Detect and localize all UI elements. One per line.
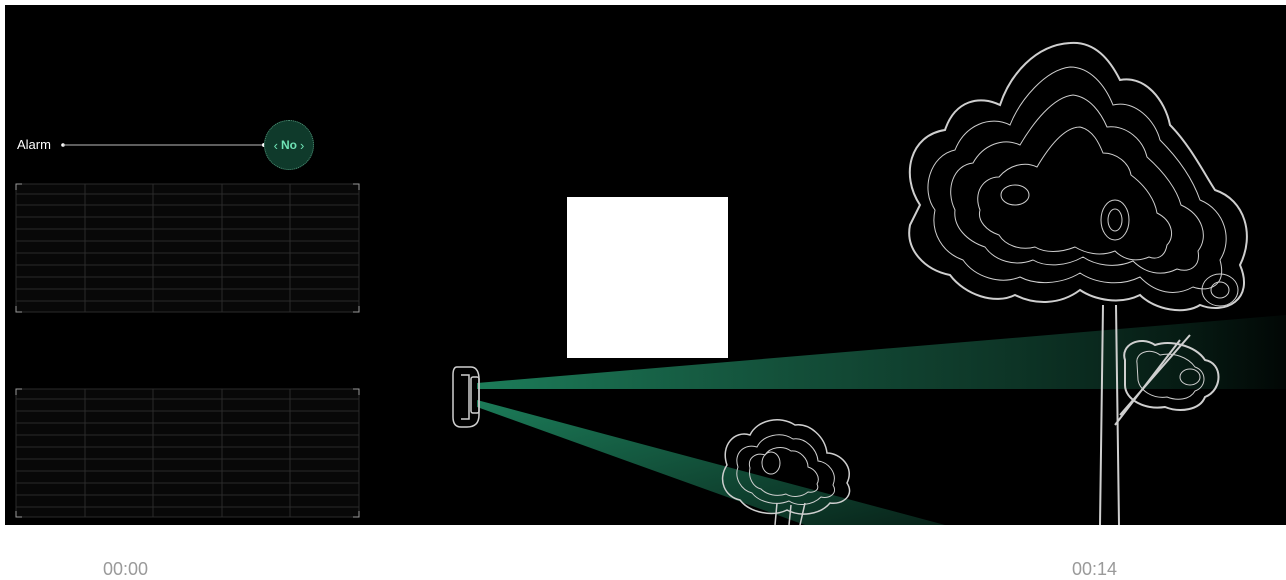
tree-icon <box>909 43 1247 525</box>
alarm-connector <box>61 143 266 147</box>
alarm-value: No <box>281 138 297 152</box>
detection-beam-lower <box>477 400 945 525</box>
grid-panel-top <box>16 184 359 312</box>
alarm-label: Alarm <box>17 137 51 153</box>
scene-canvas: Alarm ‹ No › <box>5 5 1286 525</box>
grid-panel-bottom <box>16 389 359 517</box>
timeline-end-time: 00:14 <box>1072 559 1117 580</box>
chevron-left-icon[interactable]: ‹ <box>274 138 278 153</box>
chevron-right-icon[interactable]: › <box>300 138 304 153</box>
alarm-toggle[interactable]: ‹ No › <box>264 120 314 170</box>
motion-sensor-icon <box>453 367 479 427</box>
blank-image-placeholder <box>567 197 728 358</box>
timeline-start-time: 00:00 <box>103 559 148 580</box>
